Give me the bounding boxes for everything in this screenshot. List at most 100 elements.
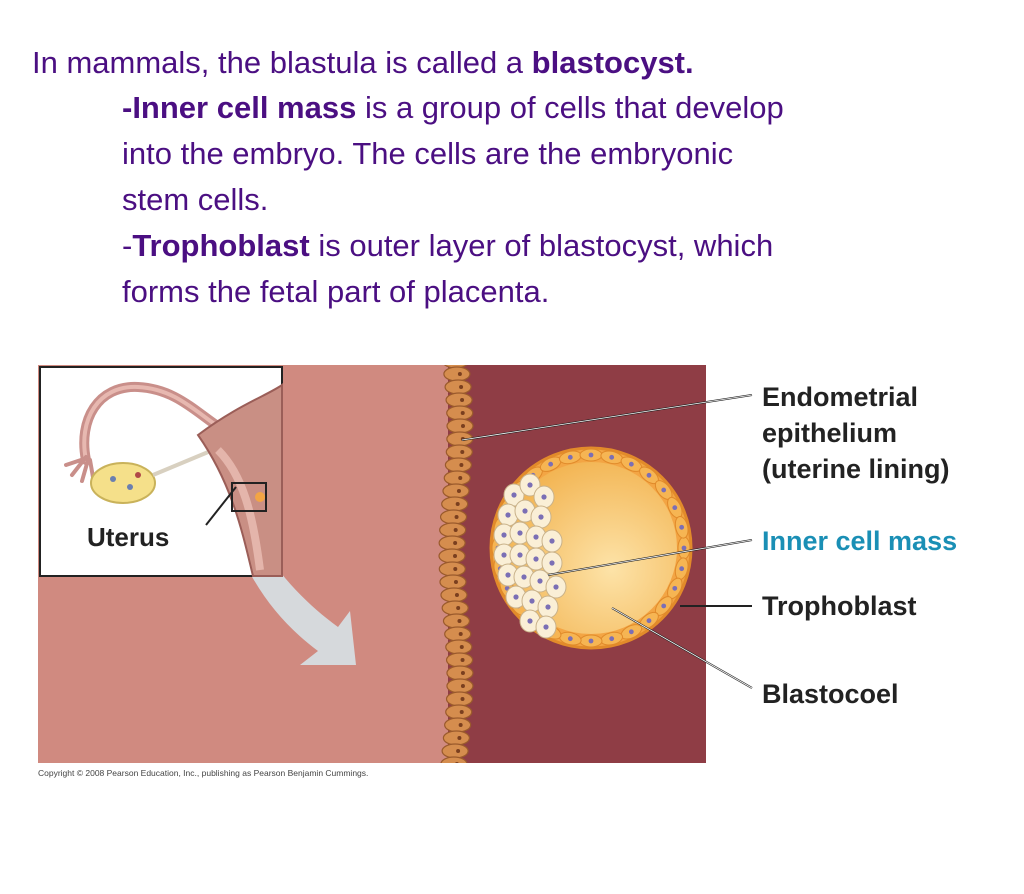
cell-nucleus bbox=[517, 530, 523, 536]
epithelial-cell bbox=[444, 379, 472, 395]
epithelial-cell bbox=[446, 405, 474, 421]
label-trophoblast: Trophoblast bbox=[762, 591, 917, 621]
cell-nucleus bbox=[517, 552, 523, 558]
label-inner-cell-mass: Inner cell mass bbox=[762, 526, 958, 556]
zoom-marker bbox=[231, 482, 267, 512]
epithelial-cell bbox=[446, 665, 474, 681]
cell-nucleus bbox=[527, 618, 533, 624]
cell-nucleus bbox=[529, 598, 535, 604]
epithelial-cell bbox=[445, 392, 473, 408]
cell-nucleus bbox=[646, 618, 652, 624]
icm-definition: is a group of cells that develop bbox=[356, 90, 784, 125]
cell-nucleus bbox=[609, 454, 615, 460]
cell-nucleus bbox=[538, 514, 544, 520]
cell-nucleus bbox=[588, 452, 594, 458]
cell-nucleus bbox=[553, 584, 559, 590]
epithelial-cell bbox=[438, 561, 466, 577]
cell-nucleus bbox=[672, 505, 678, 511]
cell-nucleus bbox=[548, 461, 554, 467]
blastocyst-figure bbox=[38, 365, 706, 763]
epithelial-cell bbox=[438, 535, 466, 551]
tropho-line-2: forms the fetal part of placenta. bbox=[122, 274, 550, 309]
cell-nucleus bbox=[511, 492, 517, 498]
cell-nucleus bbox=[672, 585, 678, 591]
epithelial-cell bbox=[444, 457, 472, 473]
cell-nucleus bbox=[456, 489, 461, 493]
cell-nucleus bbox=[457, 372, 462, 376]
epithelial-cell bbox=[443, 366, 471, 382]
icm-line-1: -Inner cell mass is a group of cells tha… bbox=[122, 85, 784, 131]
epithelial-cell bbox=[444, 717, 472, 733]
cell-nucleus bbox=[628, 461, 634, 467]
epithelial-cell bbox=[445, 704, 473, 720]
label-blastocoel: Blastocoel bbox=[762, 679, 899, 709]
label-endometrial: Endometrial bbox=[762, 382, 919, 412]
cell-nucleus bbox=[533, 556, 539, 562]
epithelial-cell bbox=[443, 470, 471, 486]
cell-nucleus bbox=[545, 604, 551, 610]
cell-nucleus bbox=[609, 636, 615, 642]
cell-nucleus bbox=[453, 567, 458, 571]
cell-nucleus bbox=[460, 658, 465, 662]
icm-line-2: into the embryo. The cells are the embry… bbox=[122, 136, 734, 171]
cell-nucleus bbox=[527, 482, 533, 488]
epithelial-cell bbox=[441, 600, 469, 616]
cell-nucleus bbox=[458, 723, 463, 727]
cell-nucleus bbox=[459, 710, 464, 714]
epithelial-cell bbox=[439, 509, 468, 525]
trophoblast-term: Trophoblast bbox=[132, 228, 310, 263]
ovary bbox=[90, 462, 156, 504]
cell-nucleus bbox=[460, 671, 465, 675]
epithelial-cell bbox=[446, 678, 474, 694]
epithelial-cell bbox=[441, 743, 469, 759]
cell-nucleus bbox=[513, 594, 519, 600]
copyright-notice: Copyright © 2008 Pearson Education, Inc.… bbox=[38, 768, 369, 778]
label-epithelium: epithelium bbox=[762, 418, 898, 448]
cell-nucleus bbox=[458, 632, 463, 636]
epithelial-cell bbox=[442, 730, 470, 746]
epithelial-cell bbox=[440, 587, 468, 603]
cell-nucleus bbox=[459, 385, 464, 389]
epithelial-cell bbox=[446, 418, 474, 434]
epithelial-cell bbox=[439, 522, 467, 538]
cell-nucleus bbox=[646, 472, 652, 478]
cell-nucleus bbox=[460, 424, 465, 428]
cell-nucleus bbox=[543, 624, 549, 630]
intro-line: In mammals, the blastula is called a bla… bbox=[32, 40, 694, 86]
epithelial-cell bbox=[439, 574, 467, 590]
cell-nucleus bbox=[522, 508, 528, 514]
cell-nucleus bbox=[679, 566, 685, 572]
cell-nucleus bbox=[455, 502, 460, 506]
cell-nucleus bbox=[567, 636, 573, 642]
cell-nucleus bbox=[460, 411, 465, 415]
cell-nucleus bbox=[533, 534, 539, 540]
cell-nucleus bbox=[588, 638, 594, 644]
inner-cell-mass-term: -Inner cell mass bbox=[122, 90, 357, 125]
cell-nucleus bbox=[460, 697, 465, 701]
cell-nucleus bbox=[549, 538, 555, 544]
cell-nucleus bbox=[501, 532, 507, 538]
cell-nucleus bbox=[453, 554, 458, 558]
cell-nucleus bbox=[679, 524, 685, 530]
cell-nucleus bbox=[459, 463, 464, 467]
cell-nucleus bbox=[628, 629, 634, 635]
cell-nucleus bbox=[681, 545, 687, 551]
intro-text: In mammals, the blastula is called a bbox=[32, 45, 532, 80]
epithelial-cell bbox=[442, 613, 471, 629]
cell-nucleus bbox=[454, 515, 459, 519]
blastocyst bbox=[489, 446, 693, 650]
cell-nucleus bbox=[453, 580, 458, 584]
epithelial-cell bbox=[445, 691, 474, 707]
blastocyst-term: blastocyst. bbox=[531, 45, 694, 80]
epithelial-cell bbox=[446, 431, 474, 447]
cell-nucleus bbox=[541, 494, 547, 500]
cell-nucleus bbox=[567, 454, 573, 460]
cell-nucleus bbox=[501, 552, 507, 558]
cell-nucleus bbox=[537, 578, 543, 584]
epithelial-cell bbox=[441, 496, 469, 512]
cell-nucleus bbox=[521, 574, 527, 580]
cell-nucleus bbox=[661, 603, 667, 609]
cell-nucleus bbox=[458, 476, 463, 480]
cell-nucleus bbox=[505, 572, 511, 578]
cell-nucleus bbox=[455, 762, 459, 763]
